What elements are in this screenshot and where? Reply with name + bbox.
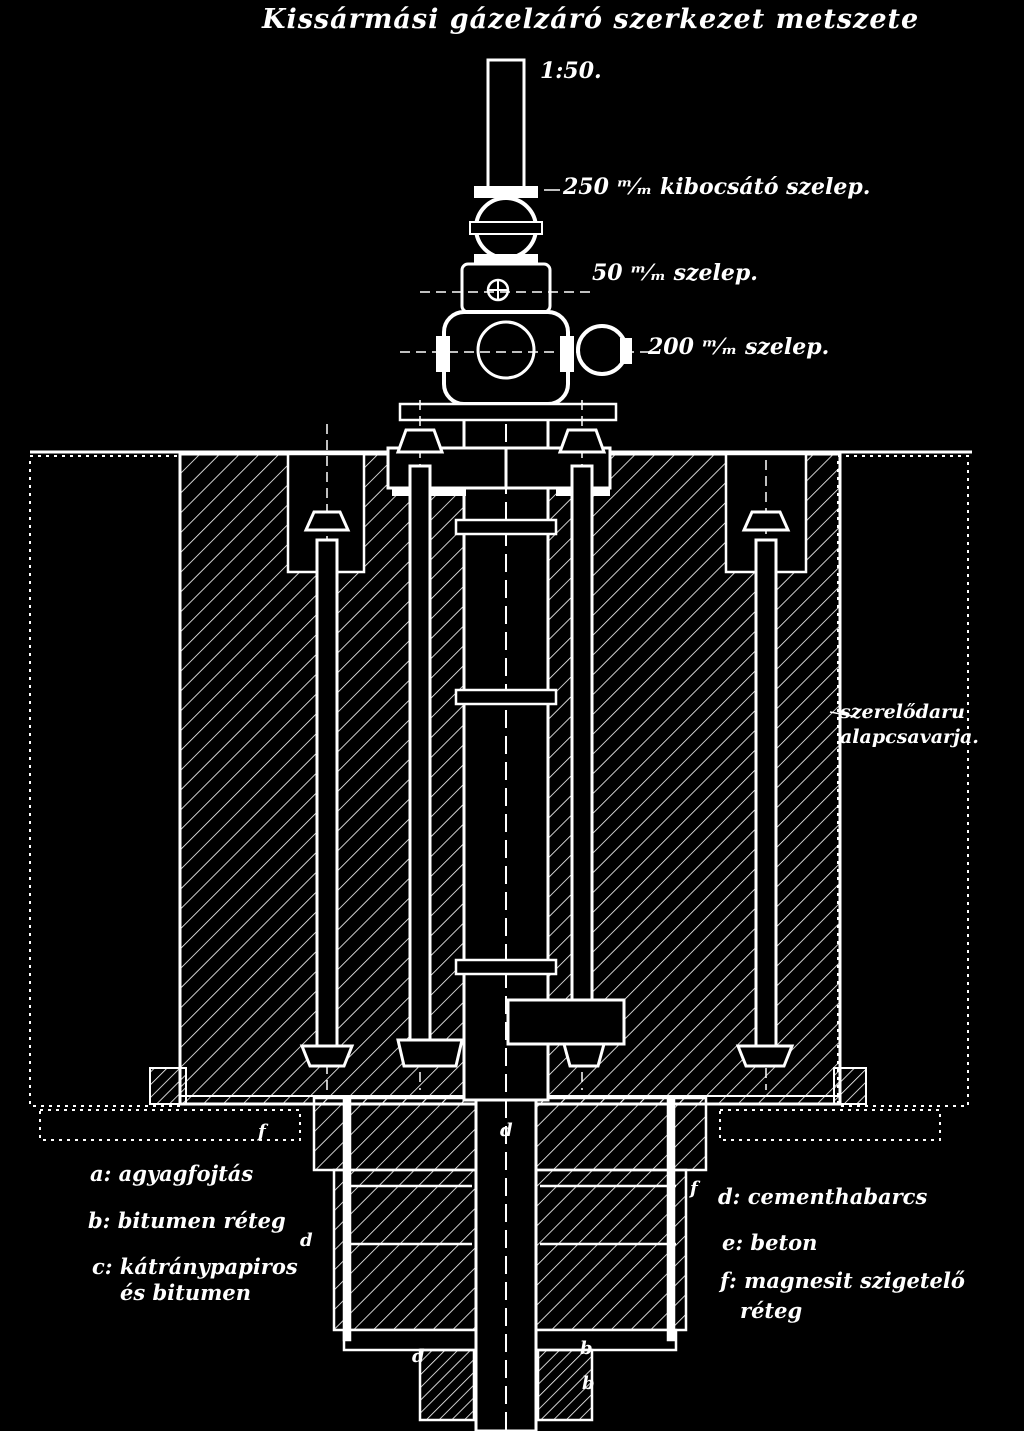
label-valve-50: 50 ᵐ⁄ₘ szelep. xyxy=(592,260,758,286)
drawing-title: Kissármási gázelzáró szerkezet metszete xyxy=(262,4,920,35)
marker-b-1: b xyxy=(580,1338,593,1359)
marker-d-left: d xyxy=(300,1230,313,1251)
legend-c-line2: és bitumen xyxy=(120,1280,251,1305)
legend-f-line1: f: magnesit szigetelő xyxy=(720,1268,965,1293)
discharge-pipe xyxy=(474,58,538,198)
casing-head-flange xyxy=(386,402,618,496)
valve-50-body xyxy=(420,262,590,314)
marker-f-left: f xyxy=(258,1121,266,1142)
label-valve-250: 250 ᵐ⁄ₘ kibocsátó szelep. xyxy=(563,174,871,200)
anchor-bolt-inner-right xyxy=(506,400,626,1090)
legend-f-line2: réteg xyxy=(740,1298,803,1323)
anchor-bolt-outer-right xyxy=(735,460,795,1090)
legend-d: d: cementhabarcs xyxy=(718,1184,928,1209)
marker-d-bottom: d xyxy=(412,1346,425,1367)
leader-lines xyxy=(544,189,853,717)
drawing-scale: 1:50. xyxy=(540,58,602,84)
valve-250-body xyxy=(469,196,543,264)
label-crane-bolt-line2: alapcsavarja. xyxy=(840,726,979,748)
label-crane-bolt-line1: szerelődaru xyxy=(840,701,965,723)
anchor-bolt-inner-left xyxy=(395,400,464,1090)
legend-a: a: agyagfojtás xyxy=(90,1161,254,1186)
label-valve-200: 200 ᵐ⁄ₘ szelep. xyxy=(648,334,830,360)
valve-200-body xyxy=(400,310,650,406)
legend-c-line1: c: kátránypapiros xyxy=(92,1254,298,1279)
legend-b: b: bitumen réteg xyxy=(88,1208,286,1233)
marker-f-right: f xyxy=(690,1178,698,1199)
marker-b-2: b xyxy=(582,1373,595,1394)
central-casing-pipe xyxy=(454,60,558,1431)
anchor-bolt-outer-left xyxy=(299,424,355,1090)
marker-d-top: d xyxy=(500,1120,513,1141)
legend-e: e: beton xyxy=(722,1230,818,1255)
